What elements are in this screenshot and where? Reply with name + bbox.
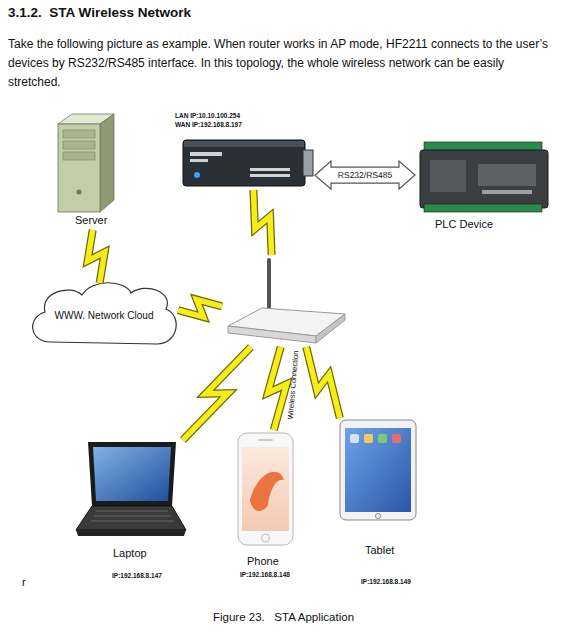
power-button — [77, 190, 82, 195]
wireless-link — [268, 347, 287, 430]
ip-address: WAN IP:192.168.8.197 — [175, 121, 242, 129]
bolt-outline — [306, 347, 340, 418]
home-button — [376, 514, 381, 519]
plc-leds — [482, 190, 532, 194]
router-side — [316, 314, 345, 343]
plc-panel — [430, 160, 466, 192]
app-icon — [364, 434, 373, 443]
bolt-fill — [253, 190, 271, 255]
description-text: Take the following picture as example. W… — [8, 35, 560, 92]
wifi-serial-server — [183, 140, 313, 186]
ethernet-port — [303, 150, 313, 176]
ip-address: IP:192.168.8.149 — [361, 578, 411, 586]
server-node: Server — [50, 112, 120, 230]
wifi-serial-server-node: LAN IP:10.10.100.254WAN IP:192.168.8.197 — [170, 112, 315, 190]
server-front — [58, 124, 100, 212]
ip-address: IP:192.168.8.148 — [240, 571, 290, 579]
server-tower — [58, 114, 114, 212]
plc-node: PLC Device — [415, 135, 550, 235]
tablet-node: TabletIP:192.168.8.149 — [335, 418, 425, 588]
device-edge — [184, 141, 304, 147]
router-front — [228, 326, 316, 343]
speaker — [258, 439, 273, 441]
wireless-link — [253, 190, 271, 255]
wireless-link — [178, 300, 222, 317]
drive-bay — [63, 152, 95, 160]
app-icon — [392, 434, 401, 443]
keyboard — [91, 511, 174, 521]
app-icon — [378, 434, 387, 443]
node-label: WWW. Network Cloud — [30, 310, 178, 322]
home-button — [262, 534, 270, 542]
ip-address: IP:192.168.8.147 — [112, 572, 162, 580]
server-side — [100, 114, 114, 212]
drive-bay — [63, 130, 95, 138]
node-label: Laptop — [113, 547, 147, 560]
ip-address: LAN IP:10.10.100.254 — [175, 112, 240, 120]
wireless-link — [183, 347, 251, 440]
smartphone — [238, 433, 293, 545]
phone-body — [238, 433, 293, 545]
bolt-outline — [183, 347, 251, 440]
router-node — [222, 255, 347, 347]
plc-body — [420, 150, 548, 208]
laptop — [76, 442, 186, 536]
serial-link-arrow — [315, 161, 415, 189]
node-label: Server — [75, 214, 107, 227]
bolt-outline — [268, 347, 287, 430]
node-label: Tablet — [365, 544, 394, 557]
device-marking — [250, 174, 290, 177]
connector-label: Wireless Connection — [286, 350, 301, 419]
app-icon — [350, 434, 359, 443]
tablet — [340, 420, 416, 520]
device-marking — [250, 168, 290, 171]
tablet-body — [340, 420, 416, 520]
wireless-link — [306, 347, 340, 418]
status-led — [194, 172, 200, 178]
plc-device — [420, 142, 548, 212]
laptop-base — [76, 506, 186, 530]
phone-node: PhoneIP:192.168.8.148 — [225, 430, 310, 582]
node-label: Phone — [247, 555, 279, 568]
laptop-screen — [93, 447, 171, 501]
tablet-screen — [345, 428, 411, 512]
bolt-outline — [253, 190, 271, 255]
bolt-fill — [178, 300, 222, 317]
bolt-fill — [306, 347, 340, 418]
section-heading: 3.1.2. STA Wireless Network — [8, 5, 191, 21]
laptop-node: LaptopIP:192.168.8.147 — [70, 440, 190, 585]
stray-letter: r — [22, 576, 26, 589]
block-arrow — [315, 161, 415, 189]
wireless-link — [88, 230, 105, 283]
bolt-fill — [88, 230, 105, 283]
router-antenna — [267, 258, 271, 316]
device-marking — [190, 159, 208, 162]
drive-bay — [63, 141, 95, 149]
bolt-fill — [268, 347, 287, 430]
laptop-lid — [88, 442, 176, 506]
wireless-router — [228, 258, 345, 343]
plc-panel — [478, 164, 536, 186]
cloud-node: WWW. Network Cloud — [30, 283, 178, 350]
figure-caption: Figure 23. STA Application — [0, 611, 567, 625]
bolt-fill — [183, 347, 251, 440]
terminal-strip — [424, 204, 542, 212]
bolt-outline — [88, 230, 105, 283]
phone-screen — [242, 447, 289, 531]
device-marking — [190, 152, 222, 156]
laptop-edge — [76, 530, 186, 536]
connector-label: RS232/RS485 — [338, 170, 392, 180]
device-body — [183, 140, 305, 186]
fish-wallpaper — [250, 472, 284, 511]
node-label: PLC Device — [435, 218, 493, 231]
bolt-outline — [178, 300, 222, 317]
